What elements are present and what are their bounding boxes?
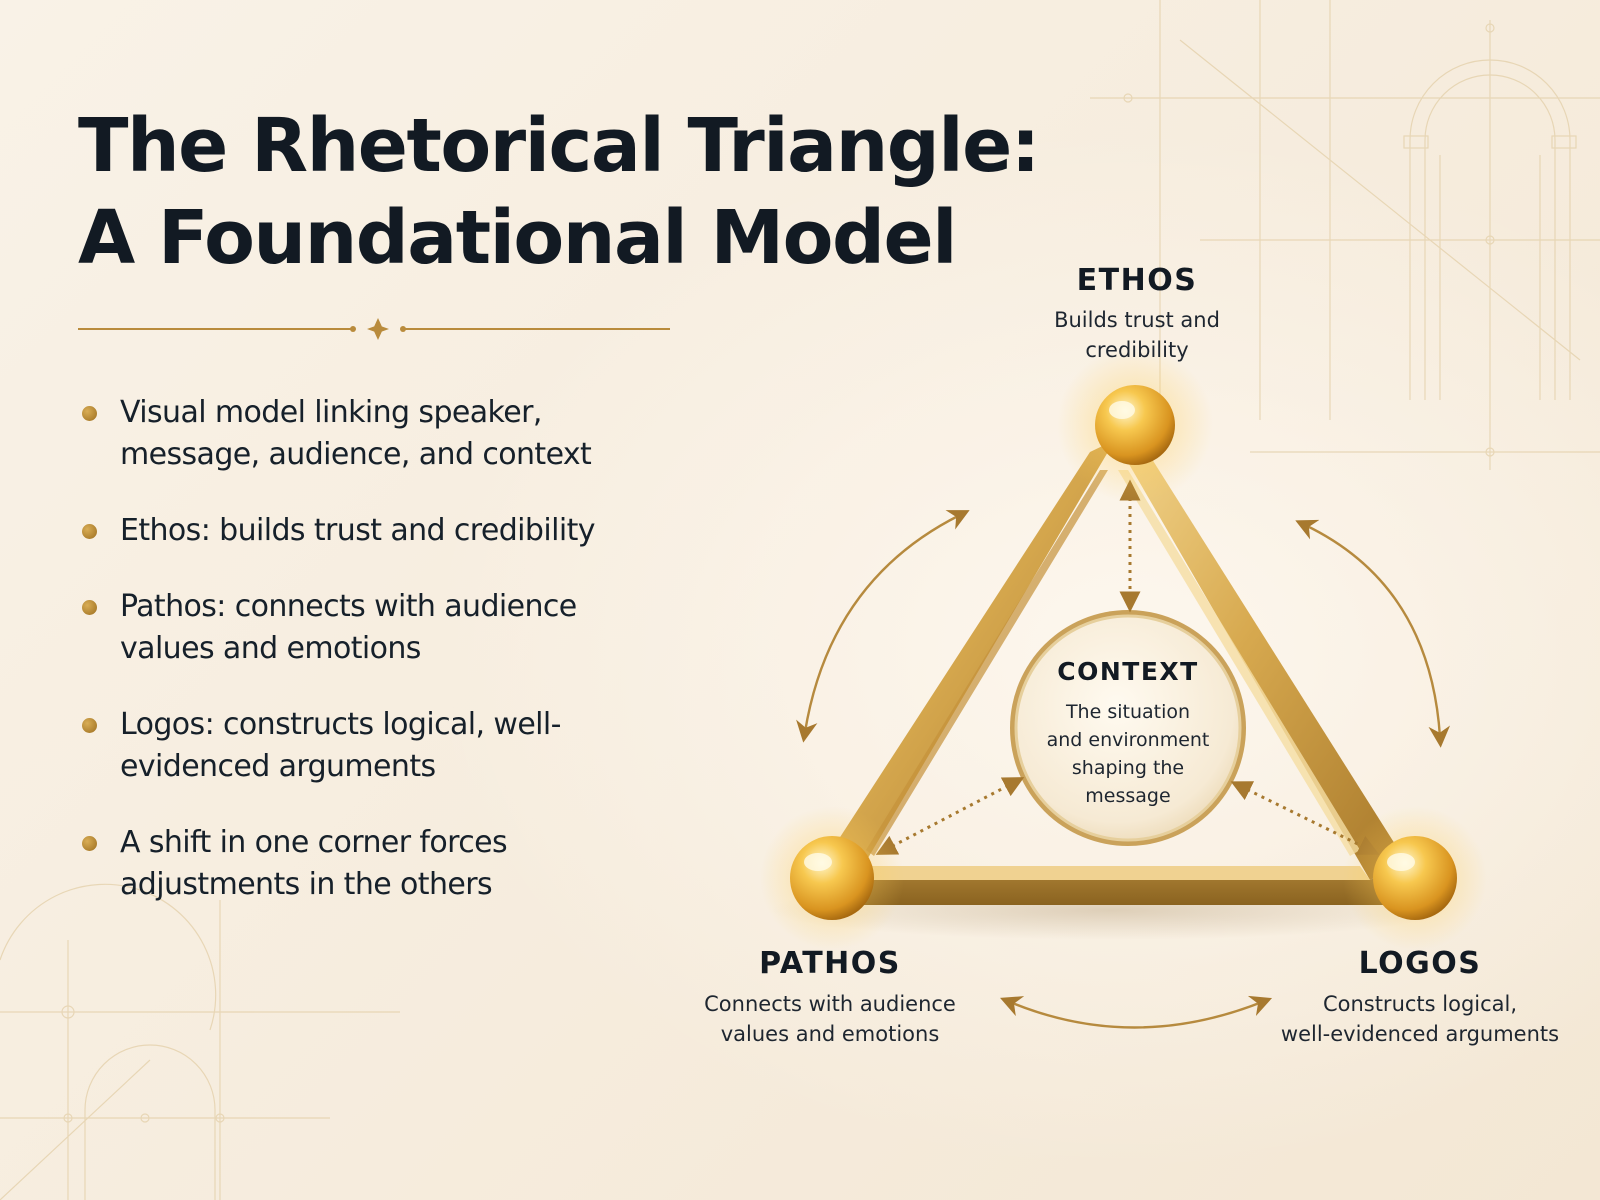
logos-desc-line-1: Constructs logical, — [1322, 992, 1518, 1016]
diamond-ornament-icon — [367, 318, 389, 340]
bullet-text: Ethos: builds trust and credibility — [120, 513, 595, 548]
bullet-dot-icon — [82, 524, 97, 539]
bullet-text: Pathos: connects with audience values an… — [120, 589, 577, 666]
context-desc-line-1: The situation — [1065, 701, 1191, 723]
title-divider — [78, 318, 670, 340]
curved-arrow-icon — [1295, 519, 1451, 748]
pathos-title: PATHOS — [759, 946, 901, 981]
context-desc-line-2: and environment — [1046, 729, 1210, 751]
context-disc — [1010, 610, 1246, 846]
logos-sphere — [1343, 806, 1487, 950]
context-title: CONTEXT — [1057, 657, 1199, 686]
logos-desc-line-2: well-evidenced arguments — [1280, 1022, 1560, 1046]
pathos-description: Connects with audience values and emotio… — [680, 989, 980, 1049]
page-title: The Rhetorical Triangle: A Foundational … — [78, 100, 1058, 284]
bullet-list: Visual model linking speaker, message, a… — [80, 392, 660, 940]
context-desc-line-4: message — [1085, 785, 1171, 807]
bullet-text: Visual model linking speaker, message, a… — [120, 395, 592, 472]
bullet-dot-icon — [82, 600, 97, 615]
pathos-desc-line-2: values and emotions — [720, 1022, 940, 1046]
bullet-dot-icon — [82, 836, 97, 851]
pathos-sphere — [760, 806, 904, 950]
curved-arrow-icon — [796, 510, 970, 743]
bullet-item: A shift in one corner forces adjustments… — [80, 822, 660, 906]
ethos-desc-line-1: Builds trust and — [1054, 308, 1220, 332]
pathos-desc-line-1: Connects with audience — [704, 992, 956, 1016]
title-line-2: A Foundational Model — [78, 195, 958, 281]
bullet-text: Logos: constructs logical, well-evidence… — [120, 707, 561, 784]
logos-description: Constructs logical, well-evidenced argum… — [1270, 989, 1570, 1049]
bullet-dot-icon — [82, 718, 97, 733]
logos-title: LOGOS — [1358, 946, 1482, 981]
bullet-dot-icon — [82, 406, 97, 421]
bullet-item: Pathos: connects with audience values an… — [80, 586, 660, 670]
title-line-1: The Rhetorical Triangle: — [78, 103, 1040, 189]
bullet-item: Logos: constructs logical, well-evidence… — [80, 704, 660, 788]
ethos-desc-line-2: credibility — [1085, 338, 1189, 362]
bullet-item: Ethos: builds trust and credibility — [80, 510, 660, 552]
curved-arrow-icon — [1000, 995, 1273, 1029]
bullet-text: A shift in one corner forces adjustments… — [120, 825, 508, 902]
context-desc-line-3: shaping the — [1071, 757, 1185, 779]
ethos-sphere — [1057, 347, 1213, 503]
bullet-item: Visual model linking speaker, message, a… — [80, 392, 660, 476]
ethos-title: ETHOS — [1076, 263, 1198, 298]
context-description: The situation and environment shaping th… — [1028, 698, 1228, 810]
ethos-description: Builds trust and credibility — [1002, 305, 1272, 365]
dotted-connectors — [875, 479, 1380, 855]
cycle-arrows — [796, 510, 1451, 1029]
